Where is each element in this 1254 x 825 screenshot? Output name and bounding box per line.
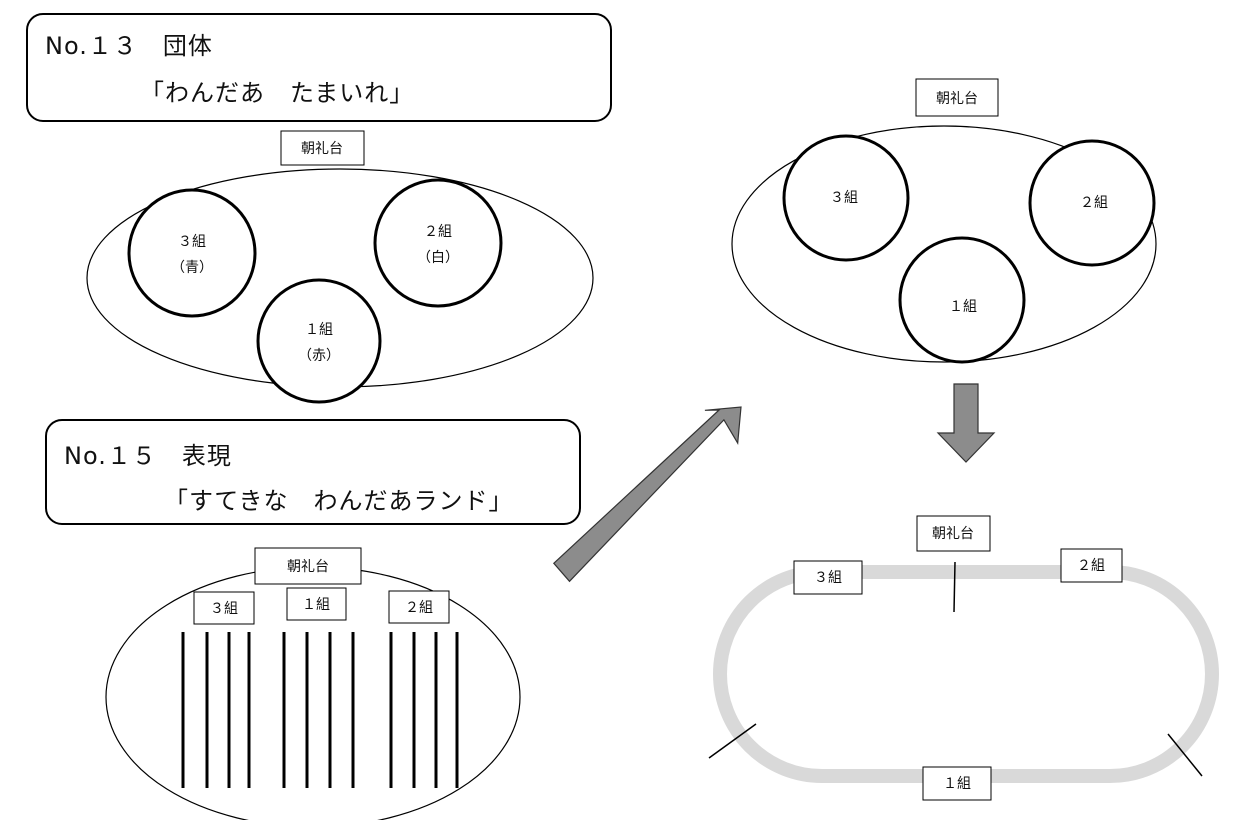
stage-label: 朝礼台 [301, 141, 343, 157]
group-box-3 [793, 560, 863, 595]
group-circle-1 [256, 278, 382, 404]
group-3-color: （青） [171, 260, 213, 276]
stage-label: 朝礼台 [932, 526, 974, 542]
no13-title-box: No.１３ 団体 「わんだあ たまいれ」 [26, 13, 612, 122]
group-2-label: ２組 [424, 224, 452, 240]
group-circle-2 [1028, 139, 1156, 267]
stage-box [280, 130, 365, 166]
group-circle-2 [373, 178, 503, 308]
running-track [713, 565, 1219, 783]
stage-label: 朝礼台 [287, 559, 329, 575]
group-box-1 [286, 587, 347, 621]
group-3-label: ３組 [814, 570, 842, 586]
boundary-marker [953, 561, 956, 613]
group-1-color: （赤） [298, 348, 340, 364]
no15-formation: 朝礼台 ３組 １組 ２組 [105, 547, 521, 825]
no13-title-line2: 「わんだあ たまいれ」 [140, 79, 414, 107]
group-2-label: ２組 [1077, 558, 1105, 574]
group-circle-3 [127, 188, 257, 318]
formation-track-right: 朝礼台 ３組 ２組 １組 [708, 515, 1219, 801]
no15-title-line1: No.１５ 表現 [64, 442, 232, 470]
group-2-label: ２組 [405, 600, 433, 616]
group-1-label: １組 [943, 776, 971, 792]
group-2-color: （白） [417, 250, 459, 266]
no13-formation: 朝礼台 ３組 （青） ２組 （白） １組 （赤） [86, 130, 594, 404]
formation-circles-right: 朝礼台 ３組 ２組 １組 [731, 78, 1157, 364]
boundary-marker [1167, 733, 1203, 777]
group-3-label: ３組 [830, 190, 858, 206]
group-box-2 [1060, 548, 1123, 583]
group-1-label: １組 [302, 597, 330, 613]
group-3-label: ３組 [178, 234, 206, 250]
boundary-marker [708, 723, 757, 759]
transition-arrow-icon [552, 406, 742, 583]
stage-box [915, 78, 999, 117]
no15-title-line2: 「すてきな わんだあランド」 [164, 487, 514, 515]
stage-box [916, 515, 991, 552]
group-box-1 [922, 766, 992, 801]
field-ellipse [731, 125, 1157, 363]
group-box-2 [388, 590, 450, 624]
group-circle-1 [898, 236, 1026, 364]
no13-title-line1: No.１３ 団体 [45, 32, 213, 60]
group-3-label: ３組 [210, 601, 238, 617]
group-2-label: ２組 [1080, 195, 1108, 211]
line-rows [181, 632, 459, 788]
group-circle-3 [782, 134, 910, 262]
no15-title-box: No.１５ 表現 「すてきな わんだあランド」 [45, 419, 581, 525]
stage-box [254, 547, 362, 585]
stage-label: 朝礼台 [936, 91, 978, 107]
group-1-label: １組 [949, 299, 977, 315]
group-1-label: １組 [305, 322, 333, 338]
group-box-3 [193, 591, 255, 625]
down-arrow-icon [936, 383, 996, 463]
